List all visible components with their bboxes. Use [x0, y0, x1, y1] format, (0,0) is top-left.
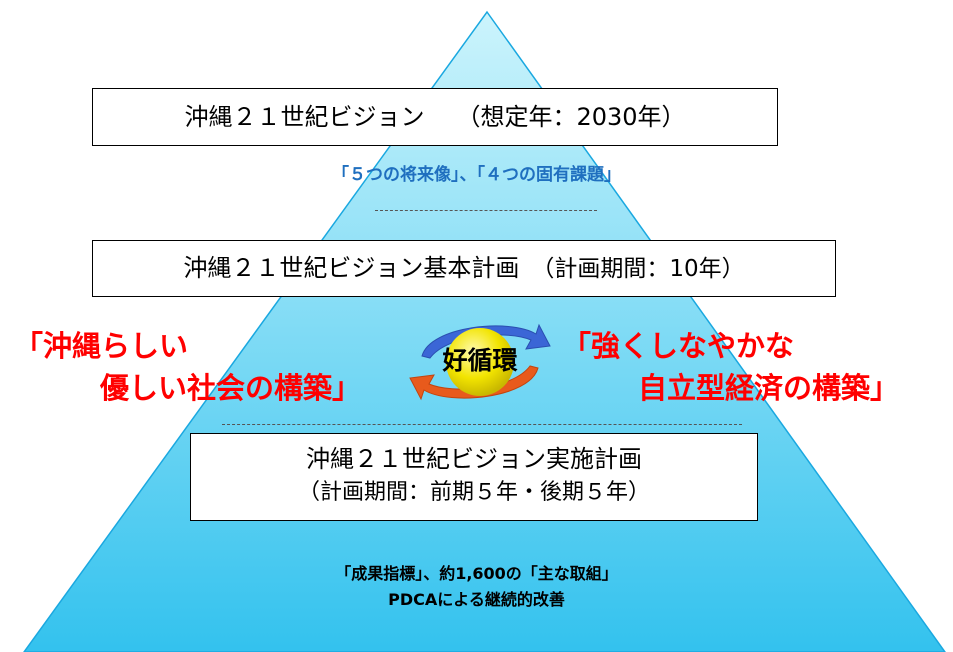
footer-line2: PDCAによる継続的改善 — [388, 590, 565, 609]
goal-left-line2: 優しい社会の構築」 — [100, 371, 362, 405]
footer-line1: 「成果指標」、約1,600の「主な取組」 — [335, 564, 618, 583]
implementation-plan-title: 沖縄２１世紀ビジョン実施計画 — [306, 445, 642, 473]
cycle-label: 好循環 — [442, 346, 518, 375]
divider-lower — [222, 424, 742, 425]
vision-box: 沖縄２１世紀ビジョン （想定年：2030年） — [92, 88, 778, 146]
implementation-plan-box: 沖縄２１世紀ビジョン実施計画 （計画期間：前期５年・後期５年） — [190, 433, 758, 521]
divider-upper — [375, 210, 597, 211]
basic-plan-title: 沖縄２１世紀ビジョン基本計画 — [183, 254, 520, 282]
basic-plan-box: 沖縄２１世紀ビジョン基本計画 （計画期間：10年） — [92, 240, 836, 297]
vision-subtitle: 「５つの将来像」、「４つの固有課題」 — [332, 165, 621, 185]
basic-plan-period: （計画期間：10年） — [531, 256, 745, 282]
vision-title: 沖縄２１世紀ビジョン — [184, 103, 425, 131]
goal-right-line2: 自立型経済の構築」 — [638, 371, 900, 405]
vision-target-year: （想定年：2030年） — [456, 103, 686, 131]
circular-arrows-icon — [409, 323, 551, 401]
goal-left-line1: 「沖縄らしい — [14, 329, 189, 363]
cycle-ball — [446, 328, 514, 396]
goal-right-line1: 「強くしなやかな — [562, 329, 795, 363]
implementation-plan-period: （計画期間：前期５年・後期５年） — [297, 480, 650, 505]
